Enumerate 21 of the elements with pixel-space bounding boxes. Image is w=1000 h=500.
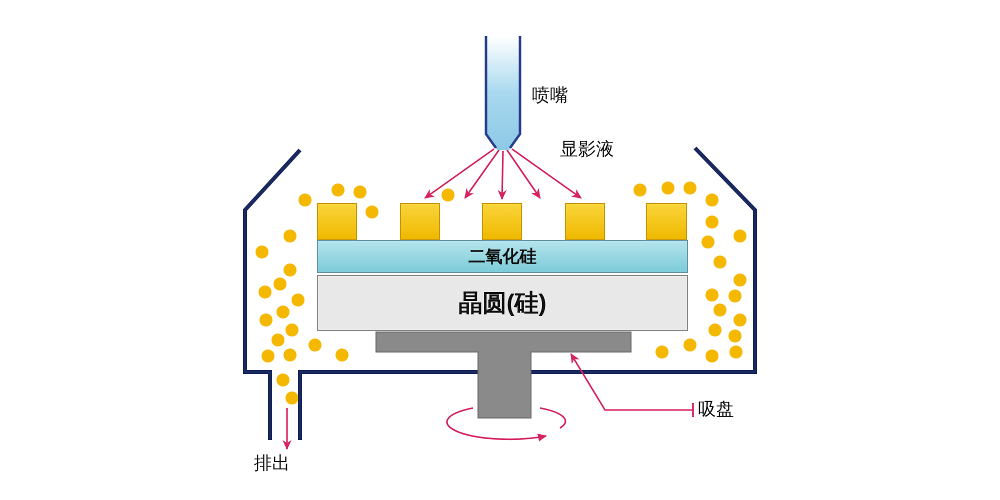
photoresist-block — [400, 203, 440, 240]
developer-label: 显影液 — [560, 140, 614, 158]
photoresist-block — [482, 203, 522, 240]
photoresist-block — [565, 203, 605, 240]
layer-label: 二氧化硅 — [468, 246, 536, 268]
chuck-label: 吸盘 — [698, 399, 734, 419]
arrow — [506, 150, 541, 199]
wafer — [317, 275, 688, 331]
photoresist-block — [317, 203, 357, 240]
arrow — [512, 148, 582, 199]
chuck — [375, 331, 632, 419]
arrow — [282, 408, 292, 450]
leader-line — [570, 353, 694, 418]
nozzle-label: 喷嘴 — [532, 86, 568, 104]
drain-label: 排出 — [254, 453, 290, 473]
layer-label: 晶圆(硅) — [458, 289, 546, 319]
arrow — [498, 150, 507, 200]
photoresist-block — [646, 203, 687, 240]
arrow — [424, 148, 494, 199]
oxide-layer — [317, 240, 688, 273]
arrow — [464, 150, 500, 199]
